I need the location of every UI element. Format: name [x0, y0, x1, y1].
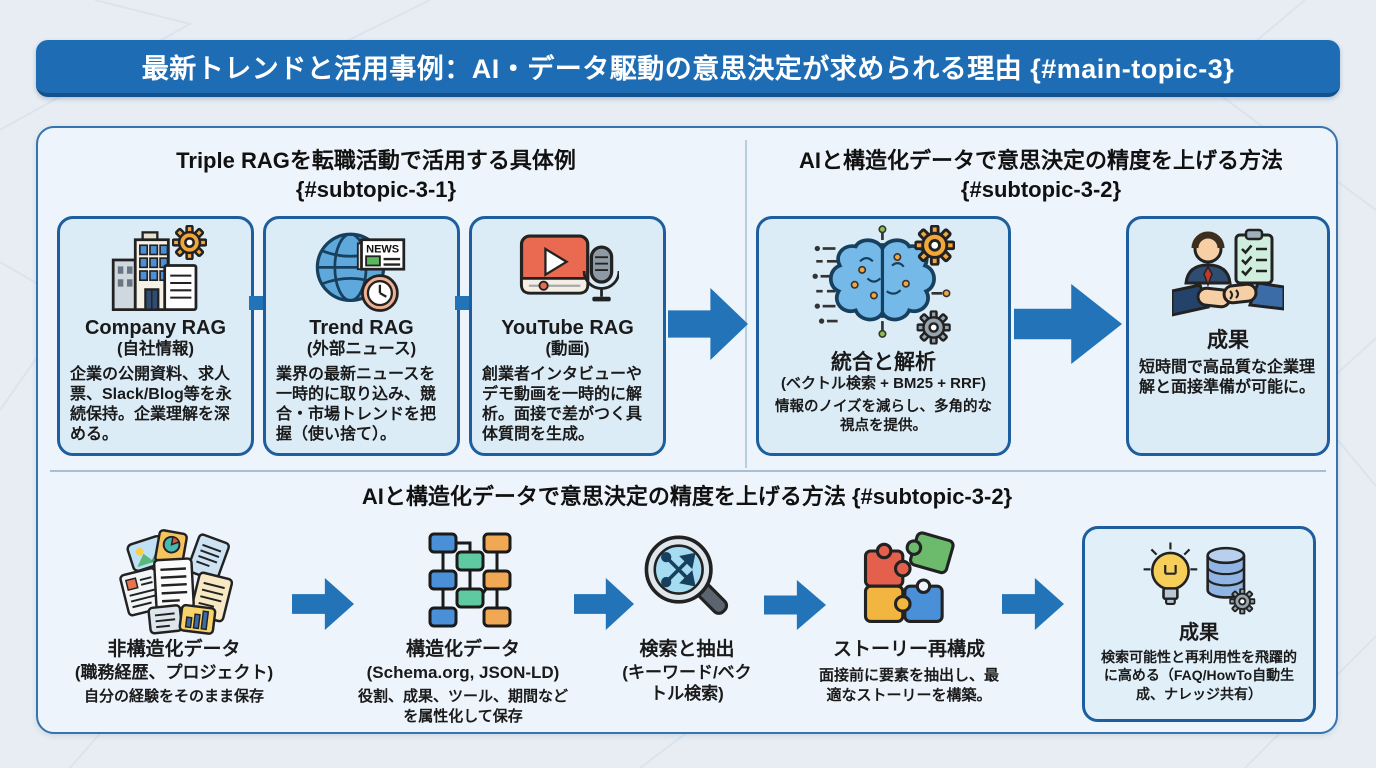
- step-body: 面接前に要素を抽出し、最適なストーリーを構築。: [818, 666, 999, 704]
- integration-analysis-card: 統合と解析 (ベクトル検索 + BM25 + RRF) 情報のノイズを減らし、多…: [756, 216, 1011, 456]
- card-title: 成果: [1207, 329, 1249, 352]
- bottom-section-heading: AIと構造化データで意思決定の精度を上げる方法 {#subtopic-3-2}: [361, 484, 1013, 509]
- subtopic-3-1-heading-tag: {#subtopic-3-1}: [295, 177, 457, 203]
- brain-circuit-gears-icon: [812, 225, 955, 345]
- card-body: 企業の公開資料、求人票、Slack/Blog等を永続保持。企業理解を深める。: [70, 365, 232, 443]
- card-title: YouTube RAG: [501, 317, 634, 339]
- page-title: 最新トレンドと活用事例：AI・データ駆動の意思決定が求められる理由 {#main…: [141, 54, 1235, 84]
- subtopic-3-1-heading-text: Triple RAGを転職活動で活用する具体例: [176, 148, 576, 173]
- step-title: 検索と抽出: [639, 639, 735, 660]
- connector-bar: [249, 296, 267, 310]
- trend-rag-card: NEWS Trend RAG (外部ニュース) 業界の最新ニュースを一時的に取り…: [263, 216, 460, 456]
- card-subtitle: (ベクトル検索 + BM25 + RRF): [780, 375, 987, 393]
- result-card-bottom: 成果 検索可能性と再利用性を飛躍的に高める（FAQ/HowTo自動生成、ナレッジ…: [1082, 526, 1316, 722]
- globe-news-clock-icon: NEWS: [315, 232, 406, 312]
- flowchart-nodes-icon: [428, 532, 512, 628]
- subtopic-3-1-heading: Triple RAGを転職活動で活用する具体例 {#subtopic-3-1}: [58, 146, 694, 204]
- card-subtitle: (動画): [545, 340, 590, 358]
- step-title: 構造化データ: [405, 639, 520, 660]
- step-title: 成果: [1179, 622, 1219, 644]
- step-title: ストーリー再構成: [832, 639, 985, 660]
- vertical-divider: [745, 140, 747, 468]
- scattered-documents-icon: [119, 529, 234, 635]
- card-subtitle: (外部ニュース): [306, 340, 417, 358]
- puzzle-pieces-icon: [863, 531, 955, 623]
- connector-bar: [455, 296, 473, 310]
- step-subtitle: (職務経歴、プロジェクト): [74, 662, 274, 682]
- subtopic-3-2-heading-text: AIと構造化データで意思決定の精度を上げる方法: [798, 148, 1283, 173]
- step-structured-data: 構造化データ (Schema.org, JSON-LD) 役割、成果、ツール、期…: [356, 522, 570, 728]
- main-topic-banner: 最新トレンドと活用事例：AI・データ駆動の意思決定が求められる理由 {#main…: [36, 40, 1340, 97]
- step-subtitle: (キーワード/ベクトル検索): [622, 662, 752, 703]
- building-gear-document-icon: [111, 225, 207, 312]
- step-unstructured-data: 非構造化データ (職務経歴、プロジェクト) 自分の経験をそのまま保存: [56, 522, 292, 707]
- subtopic-3-2-heading-tag: {#subtopic-3-2}: [960, 177, 1122, 203]
- step-search-extract: 検索と抽出 (キーワード/ベクトル検索): [614, 522, 760, 704]
- card-body: 創業者インタビューやデモ動画を一時的に解析。面接で差がつく具体質問を生成。: [482, 365, 643, 443]
- step-title: 非構造化データ: [107, 639, 241, 660]
- card-body: 業界の最新ニュースを一時的に取り込み、競合・市場トレンドを把握（使い捨て）。: [276, 365, 437, 443]
- handshake-checklist-icon: [1172, 228, 1284, 317]
- magnifier-arrows-icon: [644, 535, 729, 615]
- step-body: 役割、成果、ツール、期間などを属性化して保存: [357, 688, 568, 726]
- card-title: 統合と解析: [831, 351, 936, 374]
- card-body: 短時間で高品質な企業理解と面接準備が可能に。: [1139, 359, 1316, 397]
- step-body: 検索可能性と再利用性を飛躍的に高める（FAQ/HowTo自動生成、ナレッジ共有）: [1101, 649, 1297, 702]
- step-story-restructure: ストーリー再構成 面接前に要素を抽出し、最適なストーリーを構築。: [818, 522, 1000, 706]
- horizontal-divider: [50, 470, 1326, 472]
- card-title: Trend RAG: [309, 317, 414, 339]
- card-title: Company RAG: [84, 317, 227, 339]
- subtopic-3-2-heading: AIと構造化データで意思決定の精度を上げる方法 {#subtopic-3-2}: [752, 146, 1330, 204]
- card-subtitle: (自社情報): [117, 340, 194, 358]
- youtube-rag-card: YouTube RAG (動画) 創業者インタビューやデモ動画を一時的に解析。面…: [469, 216, 666, 456]
- lightbulb-database-icon: [1143, 542, 1256, 615]
- news-label: NEWS: [366, 244, 399, 256]
- card-body: 情報のノイズを減らし、多角的な視点を提供。: [774, 399, 993, 434]
- step-subtitle: (Schema.org, JSON-LD): [366, 662, 560, 682]
- result-card-top: 成果 短時間で高品質な企業理解と面接準備が可能に。: [1126, 216, 1330, 456]
- step-body: 自分の経験をそのまま保存: [83, 688, 264, 705]
- video-player-mic-icon: [519, 234, 619, 302]
- company-rag-card: Company RAG (自社情報) 企業の公開資料、求人票、Slack/Blo…: [57, 216, 254, 456]
